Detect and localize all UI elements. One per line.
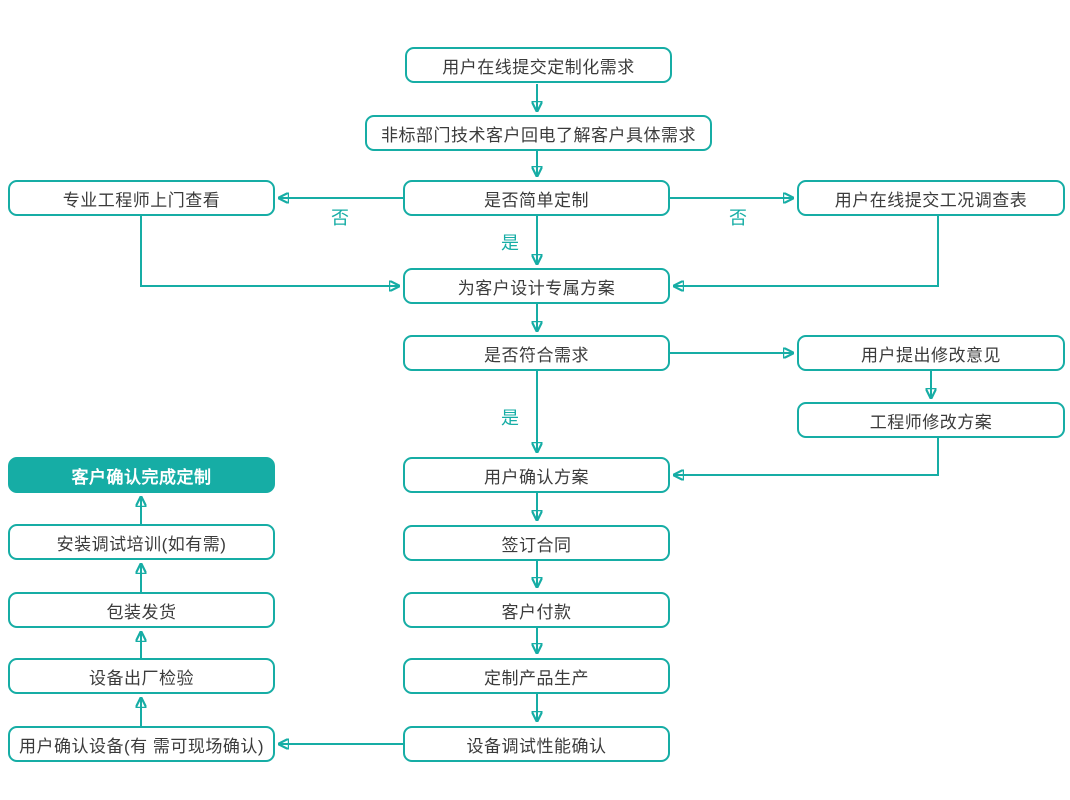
node-confirm-plan: 用户确认方案 [403,457,670,493]
node-shipping: 包装发货 [8,592,275,628]
edge-label-yes-mid: 是 [501,408,519,428]
node-training: 安装调试培训(如有需) [8,524,275,560]
node-revise-plan: 工程师修改方案 [797,402,1065,438]
node-factory-test: 设备出厂检验 [8,658,275,694]
node-debug-confirm: 设备调试性能确认 [403,726,670,762]
node-meets-needs: 是否符合需求 [403,335,670,371]
node-payment: 客户付款 [403,592,670,628]
edge-onsite-to-design [140,216,399,286]
node-sign-contract: 签订合同 [403,525,670,561]
edge-label-no-right: 否 [729,208,747,228]
node-complete: 客户确认完成定制 [8,457,275,493]
node-production: 定制产品生产 [403,658,670,694]
node-simple-custom: 是否简单定制 [403,180,670,216]
node-survey-form: 用户在线提交工况调查表 [797,180,1065,216]
edge-label-yes-top: 是 [501,233,519,253]
edge-label-no-left: 否 [331,208,349,228]
node-confirm-device: 用户确认设备(有 需可现场确认) [8,726,275,762]
edge-revise-to-confirm [674,438,939,475]
node-design-plan: 为客户设计专属方案 [403,268,670,304]
node-onsite-check: 专业工程师上门查看 [8,180,275,216]
edge-survey-to-design [674,216,939,286]
node-feedback: 用户提出修改意见 [797,335,1065,371]
node-submit-request: 用户在线提交定制化需求 [405,47,672,83]
node-callback: 非标部门技术客户回电了解客户具体需求 [365,115,712,151]
